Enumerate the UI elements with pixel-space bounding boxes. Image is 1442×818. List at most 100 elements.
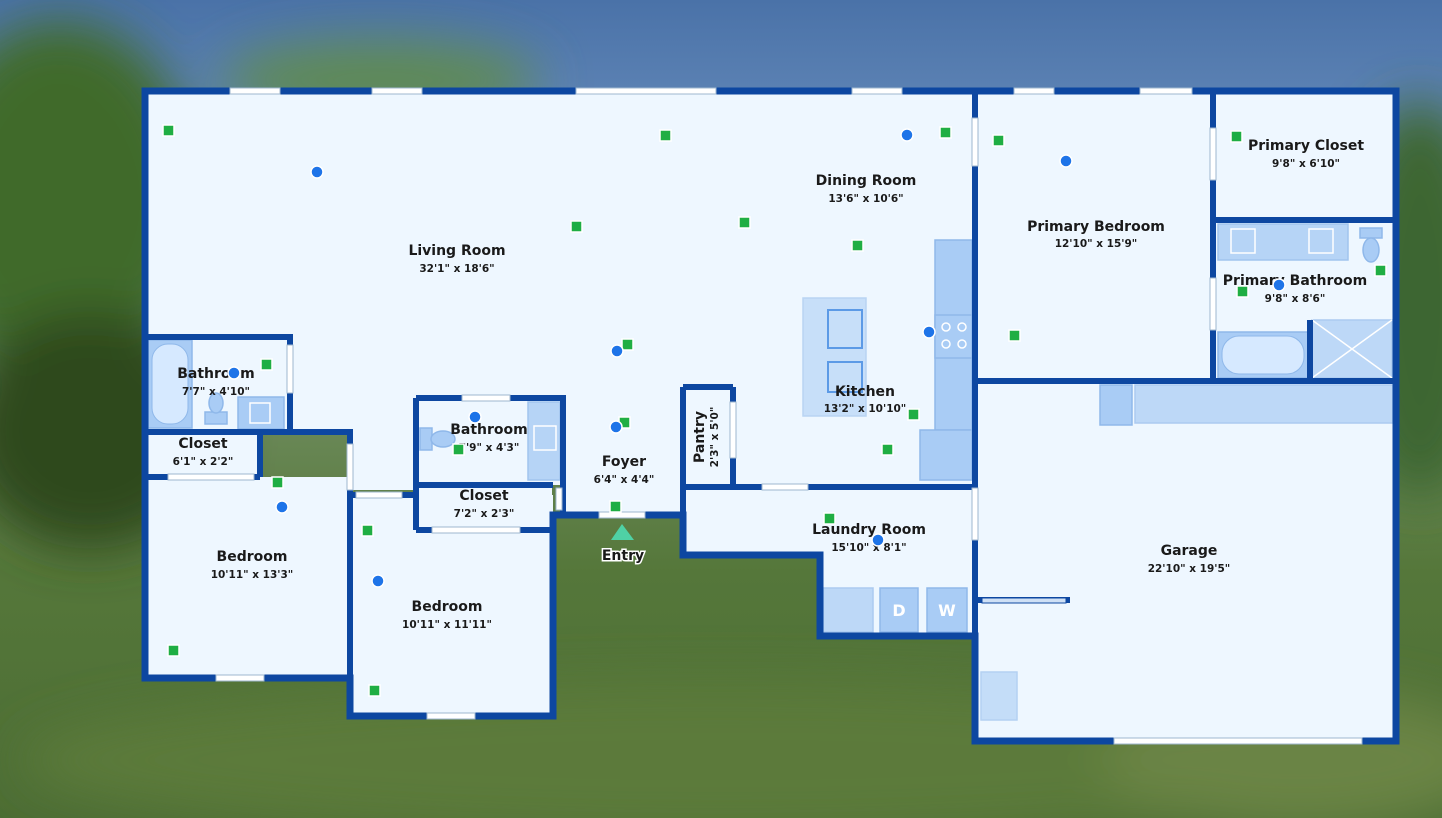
green-square-hotspot-icon[interactable] xyxy=(1374,264,1387,277)
room-foyer: Foyer 6'4" x 4'4" xyxy=(594,454,655,486)
svg-text:6'4" x 4'4": 6'4" x 4'4" xyxy=(594,474,655,486)
green-square-hotspot-icon[interactable] xyxy=(659,129,672,142)
double-vanity xyxy=(1217,223,1349,261)
svg-text:Foyer: Foyer xyxy=(602,454,646,470)
green-square-hotspot-icon[interactable] xyxy=(992,134,1005,147)
svg-text:Primary Bathroom: Primary Bathroom xyxy=(1223,273,1367,289)
green-square-hotspot-icon[interactable] xyxy=(609,500,622,513)
vanity-sink-icon xyxy=(533,425,557,451)
blue-circle-hotspot-icon[interactable] xyxy=(227,366,241,380)
svg-text:Bathroom: Bathroom xyxy=(177,366,255,382)
svg-text:Living Room: Living Room xyxy=(408,243,505,259)
entry-label: Entry xyxy=(602,548,644,564)
entry-marker[interactable]: Entry xyxy=(600,524,646,566)
svg-text:9'8" x 8'6": 9'8" x 8'6" xyxy=(1265,293,1326,305)
svg-text:Bathroom: Bathroom xyxy=(450,422,528,438)
kitchen-sink-icon xyxy=(827,309,863,349)
stove xyxy=(934,314,973,359)
svg-text:15'10" x 8'1": 15'10" x 8'1" xyxy=(831,542,906,554)
room-laundry-room: Laundry Room 15'10" x 8'1" xyxy=(812,522,926,554)
green-square-hotspot-icon[interactable] xyxy=(167,644,180,657)
washer xyxy=(926,587,968,633)
blue-circle-hotspot-icon[interactable] xyxy=(275,500,289,514)
blue-circle-hotspot-icon[interactable] xyxy=(610,344,624,358)
washer-label: W xyxy=(938,601,956,620)
room-living-room: Living Room 32'1" x 18'6" xyxy=(408,243,505,275)
svg-text:Bedroom: Bedroom xyxy=(412,599,483,615)
blue-circle-hotspot-icon[interactable] xyxy=(468,410,482,424)
green-square-hotspot-icon[interactable] xyxy=(1230,130,1243,143)
svg-text:Closet: Closet xyxy=(459,488,509,504)
blue-circle-hotspot-icon[interactable] xyxy=(1272,278,1286,292)
panorama-hotspots xyxy=(227,128,1286,588)
green-square-hotspot-icon[interactable] xyxy=(570,220,583,233)
green-square-hotspot-icon[interactable] xyxy=(1236,285,1249,298)
green-square-hotspot-icon[interactable] xyxy=(368,684,381,697)
green-square-hotspot-icon[interactable] xyxy=(907,408,920,421)
svg-text:10'11" x 11'11": 10'11" x 11'11" xyxy=(402,619,492,631)
green-square-hotspot-icon[interactable] xyxy=(1008,329,1021,342)
svg-text:Laundry Room: Laundry Room xyxy=(812,522,926,538)
green-square-hotspot-icon[interactable] xyxy=(738,216,751,229)
green-square-hotspot-icon[interactable] xyxy=(621,338,634,351)
vanity-sink-icon xyxy=(1308,228,1334,254)
photo-hotspots xyxy=(162,124,1387,697)
svg-text:Primary Closet: Primary Closet xyxy=(1248,138,1364,154)
green-square-hotspot-icon[interactable] xyxy=(260,358,273,371)
room-primary-bathroom: Primary Bathroom 9'8" x 8'6" xyxy=(1223,273,1367,305)
green-square-hotspot-icon[interactable] xyxy=(271,476,284,489)
svg-text:Dining Room: Dining Room xyxy=(816,173,917,189)
svg-text:6'1" x 2'2": 6'1" x 2'2" xyxy=(173,456,234,468)
fridge xyxy=(919,429,973,481)
room-kitchen: Kitchen 13'2" x 10'10" xyxy=(824,384,907,415)
svg-text:7'2" x 2'3": 7'2" x 2'3" xyxy=(454,508,515,520)
garage-storage xyxy=(1134,384,1394,424)
vanity xyxy=(527,401,561,481)
green-square-hotspot-icon[interactable] xyxy=(851,239,864,252)
svg-text:10'11" x 13'3": 10'11" x 13'3" xyxy=(211,569,294,581)
dishwasher-icon xyxy=(827,361,863,393)
svg-text:13'6" x 10'6": 13'6" x 10'6" xyxy=(828,193,903,205)
blue-circle-hotspot-icon[interactable] xyxy=(1059,154,1073,168)
svg-text:22'10" x 19'5": 22'10" x 19'5" xyxy=(1148,563,1231,575)
svg-text:7'7" x 4'10": 7'7" x 4'10" xyxy=(182,386,250,398)
svg-text:9'8" x 6'10": 9'8" x 6'10" xyxy=(1272,158,1340,170)
toilet-icon xyxy=(419,427,456,451)
green-square-hotspot-icon[interactable] xyxy=(162,124,175,137)
svg-text:2'3" x 5'0": 2'3" x 5'0" xyxy=(709,407,721,468)
vanity xyxy=(237,396,285,430)
dryer-label: D xyxy=(892,601,905,620)
dryer xyxy=(879,587,919,633)
green-square-hotspot-icon[interactable] xyxy=(823,512,836,525)
green-square-hotspot-icon[interactable] xyxy=(361,524,374,537)
svg-text:12'10" x 15'9": 12'10" x 15'9" xyxy=(1055,238,1138,250)
room-bedroom-1: Bedroom 10'11" x 13'3" xyxy=(211,549,294,581)
svg-text:Garage: Garage xyxy=(1161,543,1218,559)
blue-circle-hotspot-icon[interactable] xyxy=(609,420,623,434)
entry-arrow-icon xyxy=(611,524,634,540)
laundry-sink xyxy=(822,587,874,633)
room-closet-1: Closet 6'1" x 2'2" xyxy=(173,436,234,468)
blue-circle-hotspot-icon[interactable] xyxy=(922,325,936,339)
toilet-icon xyxy=(1359,227,1383,263)
vanity-sink-icon xyxy=(1230,228,1256,254)
svg-text:32'1" x 18'6": 32'1" x 18'6" xyxy=(419,263,494,275)
svg-text:Kitchen: Kitchen xyxy=(835,384,895,400)
blue-circle-hotspot-icon[interactable] xyxy=(871,533,885,547)
green-square-hotspot-icon[interactable] xyxy=(939,126,952,139)
stove-burners-icon xyxy=(941,322,967,349)
blue-circle-hotspot-icon[interactable] xyxy=(900,128,914,142)
room-closet-2: Closet 7'2" x 2'3" xyxy=(454,488,515,520)
blue-circle-hotspot-icon[interactable] xyxy=(371,574,385,588)
green-square-hotspot-icon[interactable] xyxy=(881,443,894,456)
svg-text:Closet: Closet xyxy=(178,436,228,452)
green-square-hotspot-icon[interactable] xyxy=(452,443,465,456)
svg-text:Pantry: Pantry xyxy=(692,411,708,463)
room-garage: Garage 22'10" x 19'5" xyxy=(1148,543,1231,575)
shower-icon xyxy=(1311,319,1393,379)
blue-circle-hotspot-icon[interactable] xyxy=(310,165,324,179)
svg-text:Primary Bedroom: Primary Bedroom xyxy=(1027,219,1165,235)
garage-shelf xyxy=(1099,384,1133,426)
toilet-icon xyxy=(204,392,228,425)
fixtures: D W xyxy=(147,223,1394,721)
